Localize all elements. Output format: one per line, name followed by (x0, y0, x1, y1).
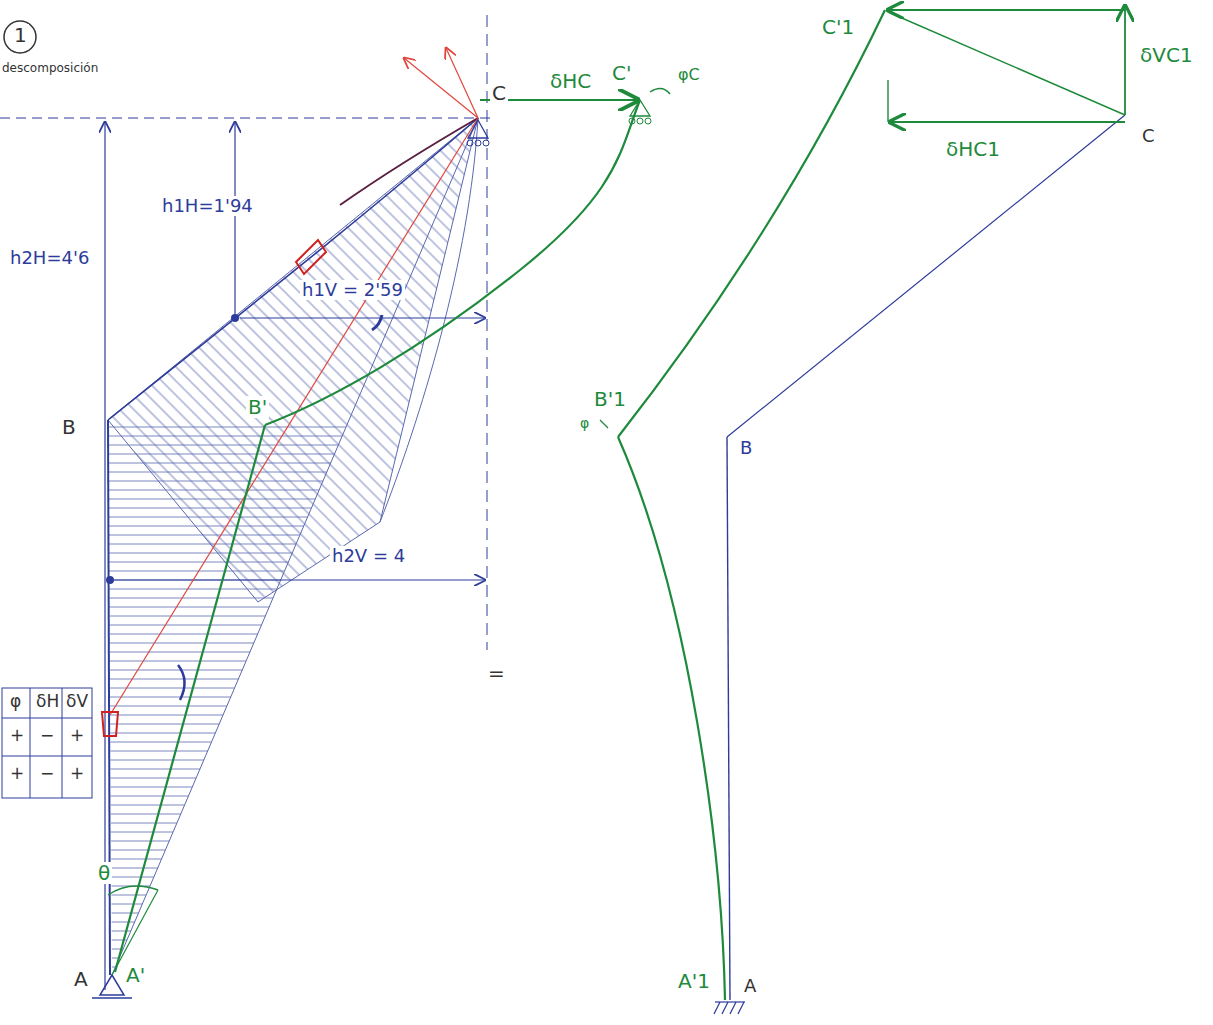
sketch-label: A (72, 968, 90, 990)
sketch-label: δV (64, 692, 90, 711)
sketch-label: descomposición (0, 62, 100, 75)
sketch-label: + (8, 764, 26, 783)
sketch-label: = (486, 662, 507, 684)
sketch-label: A'1 (676, 970, 712, 992)
sketch-label: h1H=1'94 (160, 196, 255, 216)
sketch-label: h2V = 4 (330, 546, 407, 566)
sketch-label: θ (96, 862, 112, 884)
sketch-label: B'1 (592, 388, 628, 410)
sketch-label: B (60, 416, 78, 438)
sketch-label: φ (8, 692, 23, 711)
sketch-label: h2H=4'6 (8, 248, 91, 268)
sketch-label: 1 (12, 24, 29, 46)
sketch-label: + (8, 726, 26, 745)
sketch-label: A' (124, 964, 147, 986)
sketch-label: C (1140, 126, 1157, 146)
sketch-label: h1V = 2'59 (300, 280, 405, 300)
sketch-label: φC (676, 66, 702, 84)
sketch-label: + (68, 764, 86, 783)
sketch-label: − (38, 764, 56, 783)
sketch-label: B' (246, 396, 269, 418)
sketch-label: δHC1 (944, 138, 1002, 160)
sketch-label: C'1 (820, 16, 856, 38)
sketch-label: A (742, 976, 758, 996)
sketch-label: C' (610, 62, 633, 84)
sketch-label: + (68, 726, 86, 745)
sketch-label: − (38, 726, 56, 745)
sketch-label: δHC (548, 70, 593, 92)
sketch-label: B (738, 438, 754, 458)
sketch-label: δVC1 (1138, 44, 1195, 66)
sketch-label: C (490, 82, 508, 104)
sketch-label: φ (578, 416, 591, 431)
sketch-label: δH (34, 692, 61, 711)
